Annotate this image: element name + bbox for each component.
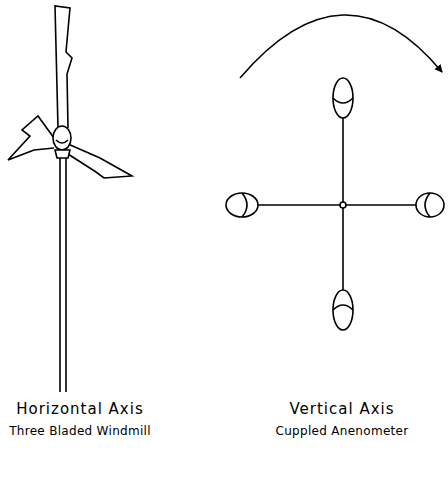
cup — [226, 193, 258, 217]
windmill — [8, 6, 132, 392]
axis-pivot — [340, 202, 346, 208]
windmill-blade — [8, 116, 54, 160]
caption-subtitle: Three Bladed Windmill — [9, 424, 151, 438]
hub — [53, 126, 71, 150]
cup — [333, 78, 353, 118]
cup — [333, 290, 353, 330]
hub-detail — [56, 140, 68, 143]
tower-line — [59, 155, 61, 392]
windmill-blade — [55, 6, 72, 128]
caption-heading: Vertical Axis — [289, 400, 394, 418]
windmill-blade — [68, 144, 132, 178]
nacelle — [55, 150, 70, 158]
caption-heading: Horizontal Axis — [16, 400, 143, 418]
tower-line — [65, 155, 67, 392]
rotation-arrow — [240, 15, 442, 78]
cup — [416, 193, 444, 217]
caption-subtitle: Cuppled Anenometer — [275, 424, 408, 438]
anemometer — [226, 15, 444, 330]
